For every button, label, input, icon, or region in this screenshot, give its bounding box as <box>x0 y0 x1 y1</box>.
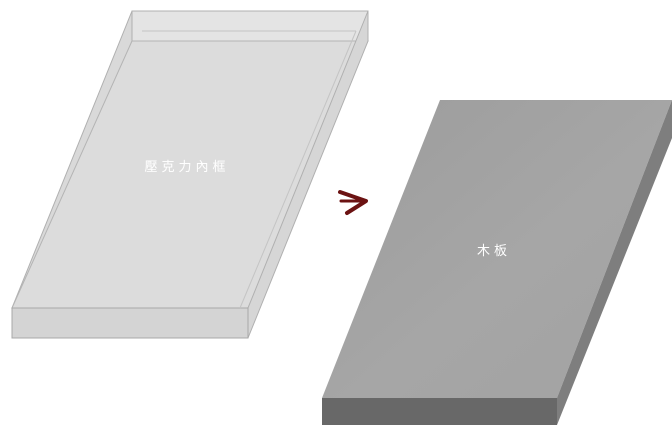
acrylic-frame: 壓克力內框 <box>11 10 369 339</box>
frame-back-wall <box>131 10 369 42</box>
board-side-face <box>557 100 672 425</box>
frame-label: 壓克力內框 <box>144 160 229 175</box>
board-label: 木板 <box>477 244 511 259</box>
frame-rim-line <box>239 30 357 309</box>
wooden-board: 木板 <box>322 100 672 425</box>
board-top-face <box>322 100 672 398</box>
frame-front-wall <box>11 307 249 339</box>
board-front-face <box>322 398 557 425</box>
arrow-right-icon <box>338 190 368 215</box>
